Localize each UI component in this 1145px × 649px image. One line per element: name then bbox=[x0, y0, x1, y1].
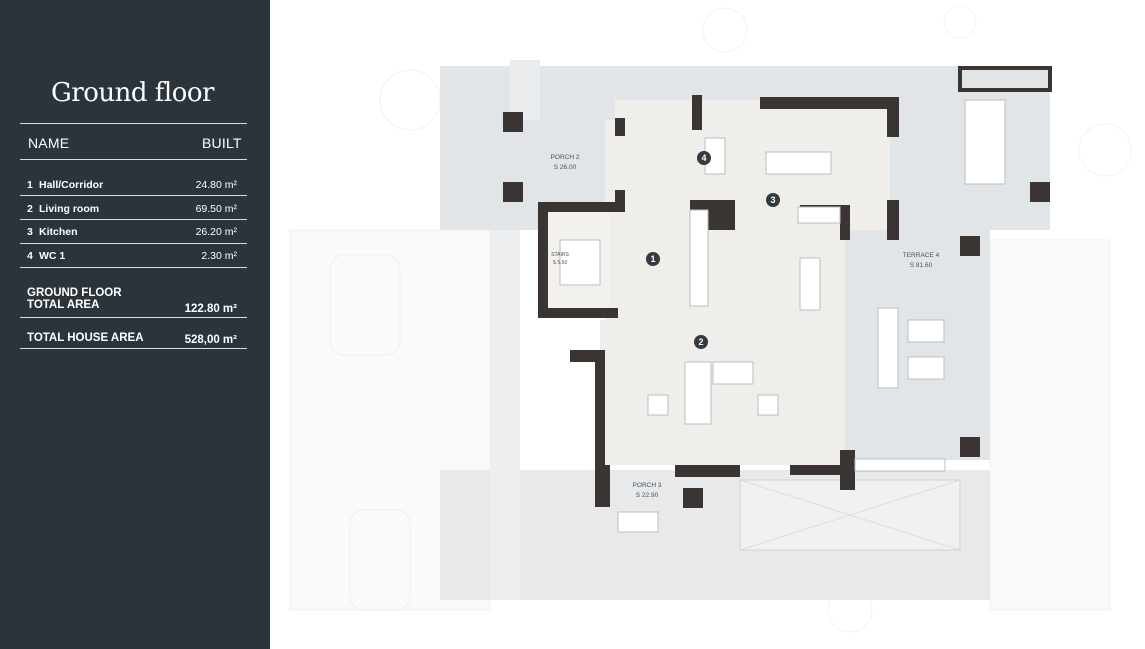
room-name: WC 1 bbox=[39, 250, 66, 262]
room-row: 2 Living room 69.50 m² bbox=[27, 203, 237, 215]
terrace4-size: S 81.60 bbox=[910, 262, 933, 269]
room-marker-4: 4 bbox=[697, 151, 711, 165]
house-total: TOTAL HOUSE AREA 528,00 m² bbox=[27, 332, 237, 346]
room-number: 4 bbox=[27, 250, 33, 262]
column-header-built: BUILT bbox=[202, 135, 242, 151]
outdoor-sofa bbox=[877, 307, 899, 389]
room-row: 4 WC 1 2.30 m² bbox=[27, 250, 237, 262]
room-row: 3 Kitchen 26.20 m² bbox=[27, 226, 237, 238]
columns bbox=[503, 66, 1052, 508]
car-outline bbox=[349, 509, 411, 611]
kitchen-island bbox=[765, 151, 832, 175]
dining-table bbox=[799, 257, 821, 311]
porch3-name: PORCH 3 bbox=[633, 482, 662, 489]
room-area: 2.30 m² bbox=[201, 250, 237, 262]
house-total-value: 528,00 m² bbox=[184, 334, 237, 346]
stairs-name: STAIRS bbox=[551, 252, 569, 258]
column bbox=[960, 437, 980, 457]
tree-icon bbox=[702, 7, 748, 53]
divider bbox=[20, 123, 247, 124]
divider bbox=[20, 317, 247, 318]
column bbox=[960, 236, 980, 256]
room-area: 69.50 m² bbox=[195, 203, 237, 215]
sofa bbox=[684, 361, 712, 425]
sofa bbox=[712, 361, 754, 385]
room-marker-label: 3 bbox=[770, 195, 775, 205]
divider bbox=[20, 243, 247, 244]
room-name: Kitchen bbox=[39, 226, 78, 238]
ground-total-label-line2: TOTAL AREA bbox=[27, 299, 100, 311]
room-marker-label: 2 bbox=[698, 337, 703, 347]
column bbox=[503, 112, 523, 132]
room-row: 1 Hall/Corridor 24.80 m² bbox=[27, 179, 237, 191]
column-header-name: NAME bbox=[28, 135, 70, 151]
column bbox=[503, 182, 523, 202]
divider bbox=[20, 159, 247, 160]
column bbox=[683, 488, 703, 508]
divider bbox=[20, 219, 247, 220]
legend-panel: Ground floor NAME BUILT 1 Hall/Corridor 2… bbox=[0, 0, 270, 649]
room-number: 3 bbox=[27, 226, 33, 238]
room-marker-label: 4 bbox=[701, 153, 706, 163]
divider bbox=[20, 348, 247, 349]
terrace4-name: TERRACE 4 bbox=[903, 252, 940, 259]
pergola-beam bbox=[958, 66, 1052, 92]
room-number: 2 bbox=[27, 203, 33, 215]
tree-icon bbox=[943, 5, 977, 39]
staircase bbox=[559, 239, 601, 286]
divider bbox=[20, 195, 247, 196]
floor-plan: PORCH 2 S 26.00 STAIRS S 5.50 TERRACE 4 … bbox=[289, 5, 1132, 633]
side-table bbox=[757, 394, 779, 416]
room-area: 26.20 m² bbox=[195, 226, 237, 238]
ground-total-label-line1: GROUND FLOOR bbox=[27, 287, 122, 299]
bench bbox=[854, 458, 946, 472]
room-name: Hall/Corridor bbox=[39, 179, 104, 191]
room-marker-label: 1 bbox=[650, 254, 655, 264]
tree-icon bbox=[1078, 123, 1132, 177]
floor-title: Ground floor bbox=[51, 78, 214, 108]
ground-floor-total: GROUND FLOOR TOTAL AREA 122.80 m² bbox=[27, 287, 237, 315]
porch2-name: PORCH 2 bbox=[551, 154, 580, 161]
interior bbox=[545, 100, 890, 465]
room-name: Living room bbox=[39, 203, 100, 215]
outdoor-table bbox=[907, 319, 945, 343]
side-table bbox=[647, 394, 669, 416]
house-total-label: TOTAL HOUSE AREA bbox=[27, 332, 144, 344]
staircase-rail bbox=[689, 209, 709, 307]
room-area: 24.80 m² bbox=[195, 179, 237, 191]
sun-lounger bbox=[617, 511, 659, 533]
car-outline bbox=[329, 254, 401, 356]
outdoor-table bbox=[907, 356, 945, 380]
tree-icon bbox=[379, 69, 441, 131]
room-marker-2: 2 bbox=[694, 335, 708, 349]
divider bbox=[20, 267, 247, 268]
room-number: 1 bbox=[27, 179, 33, 191]
column bbox=[1030, 182, 1050, 202]
room-marker-3: 3 bbox=[766, 193, 780, 207]
porch3-size: S 22.90 bbox=[636, 492, 659, 499]
stairs-size: S 5.50 bbox=[553, 260, 568, 266]
porch2-size: S 26.00 bbox=[554, 164, 577, 171]
ground-total-value: 122.80 m² bbox=[184, 303, 237, 315]
kitchen-counter bbox=[797, 206, 841, 224]
room-marker-1: 1 bbox=[646, 252, 660, 266]
outdoor-dining-table bbox=[964, 99, 1006, 185]
